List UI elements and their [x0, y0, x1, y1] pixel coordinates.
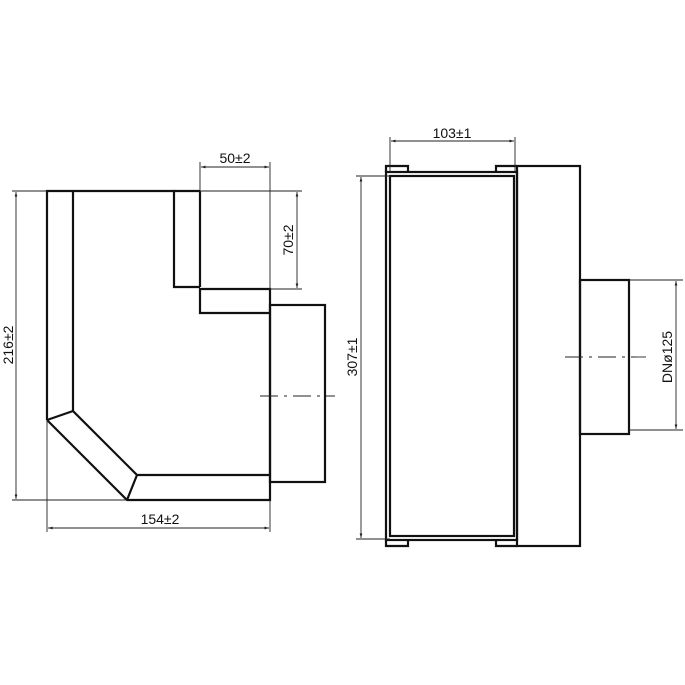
dim-width-right: 103±1: [433, 125, 472, 141]
right-view-side-box: [515, 164, 582, 548]
dim-spigot-height: 70±2: [280, 224, 296, 255]
right-view-body: [384, 170, 519, 542]
left-view-outer-wall: [45, 189, 200, 420]
left-view: 216±2 154±2 50±2 70±2: [0, 150, 335, 532]
dim-spigot-width: 50±2: [219, 150, 250, 166]
dim-outlet-diameter: DNø125: [659, 331, 675, 383]
left-view-inner-wall: [71, 191, 270, 477]
dim-height-left: 216±2: [0, 325, 16, 364]
left-view-spigot: [268, 303, 327, 484]
dim-height-right: 307±1: [344, 337, 360, 376]
dim-width-left: 154±2: [141, 511, 180, 527]
right-view: 103±1 307±1 DNø125: [344, 125, 683, 548]
